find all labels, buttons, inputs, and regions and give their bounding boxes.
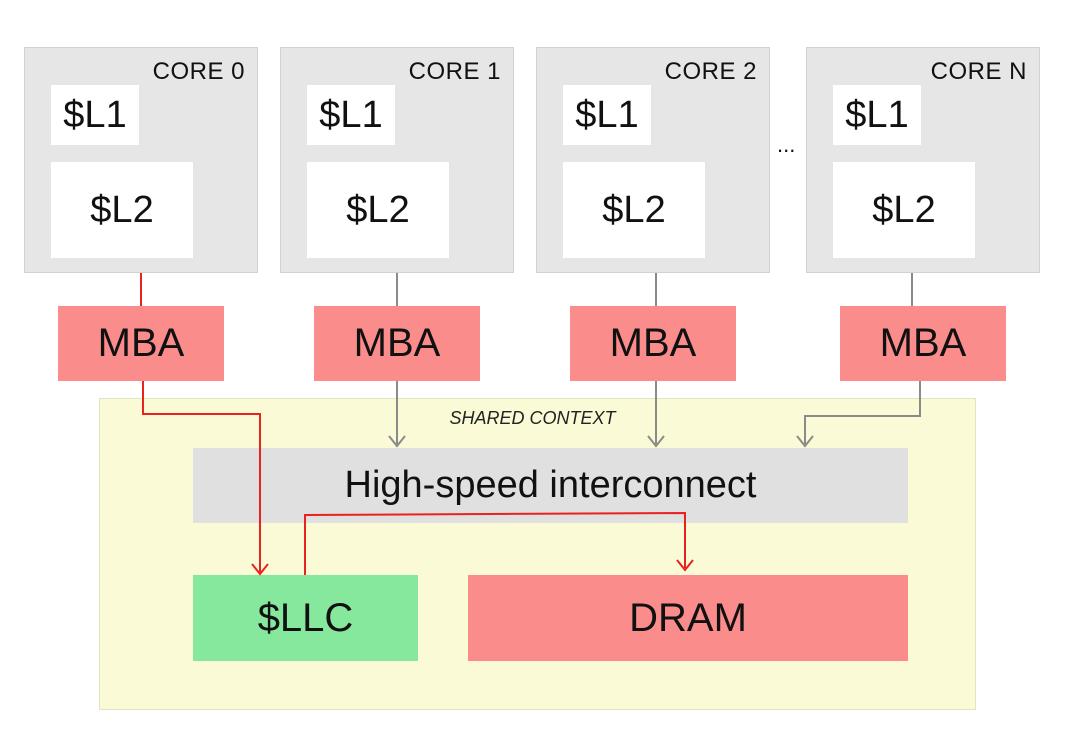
shared-context-region <box>99 398 976 710</box>
core-n: CORE N $L1 $L2 <box>806 47 1040 273</box>
mba-block-core-1: MBA <box>314 306 480 381</box>
shared-context-label: SHARED CONTEXT <box>449 408 616 428</box>
dram-block: DRAM <box>468 575 908 661</box>
core-2: CORE 2 $L1 $L2 <box>536 47 770 273</box>
core-1-l2-cache: $L2 <box>307 162 449 258</box>
core-0-l1-cache: $L1 <box>51 85 139 145</box>
core-n-l1-cache: $L1 <box>833 85 921 145</box>
core-1-l1-cache: $L1 <box>307 85 395 145</box>
core-1-label: CORE 1 <box>408 58 501 85</box>
high-speed-interconnect: High-speed interconnect <box>193 448 908 523</box>
more-cores-ellipsis: ... <box>777 132 796 157</box>
core-2-label: CORE 2 <box>664 58 757 85</box>
core-2-l1-cache: $L1 <box>563 85 651 145</box>
mba-block-core-2: MBA <box>570 306 736 381</box>
core-1: CORE 1 $L1 $L2 <box>280 47 514 273</box>
llc-block: $LLC <box>193 575 418 661</box>
core-0-l2-cache: $L2 <box>51 162 193 258</box>
core-0-label: CORE 0 <box>152 58 245 85</box>
core-2-l2-cache: $L2 <box>563 162 705 258</box>
core-n-l2-cache: $L2 <box>833 162 975 258</box>
core-0: CORE 0 $L1 $L2 <box>24 47 258 273</box>
core-n-label: CORE N <box>930 58 1027 85</box>
mba-block-core-0: MBA <box>58 306 224 381</box>
mba-block-core-n: MBA <box>840 306 1006 381</box>
